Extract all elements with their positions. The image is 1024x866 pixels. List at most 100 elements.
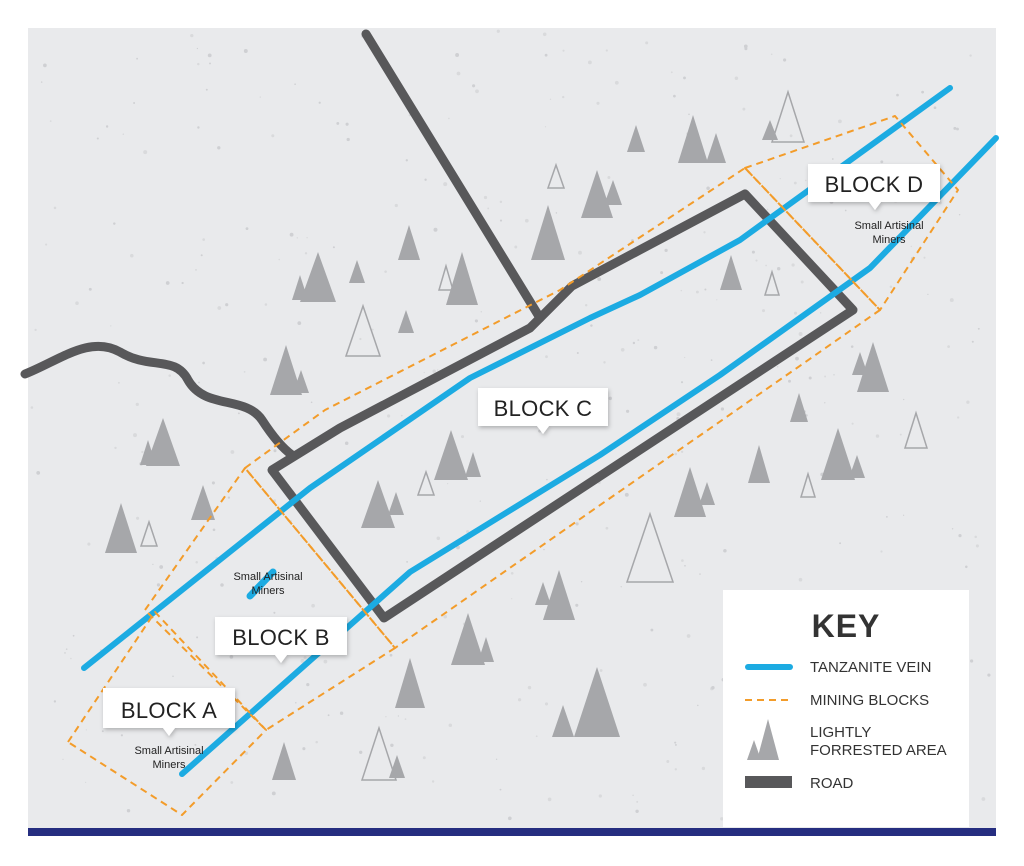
vein-south xyxy=(179,135,999,777)
terrain-speck xyxy=(507,816,512,821)
tree-icon xyxy=(678,115,708,163)
terrain-speck xyxy=(466,530,470,534)
terrain-speck xyxy=(711,685,715,690)
tree-outline-icon xyxy=(360,725,398,781)
terrain-speck xyxy=(390,743,394,748)
terrain-speck xyxy=(303,656,307,660)
tree-icon xyxy=(574,667,620,737)
label-pointer xyxy=(163,728,175,736)
terrain-speck xyxy=(923,256,926,259)
terrain-speck xyxy=(135,402,139,407)
terrain-speck xyxy=(635,809,639,813)
terrain-speck xyxy=(394,203,398,208)
terrain-speck xyxy=(824,402,826,404)
terrain-speck xyxy=(289,232,294,237)
tree-icon xyxy=(821,428,855,480)
tree-icon xyxy=(699,482,715,505)
terrain-speck xyxy=(65,648,68,650)
vein-north xyxy=(81,85,953,671)
terrain-speck xyxy=(695,290,699,294)
terrain-speck xyxy=(697,704,699,707)
terrain-speck xyxy=(514,245,518,249)
terrain-speck xyxy=(971,340,974,343)
tree-outline-icon xyxy=(770,89,806,143)
terrain-speck xyxy=(688,113,690,116)
terrain-speck xyxy=(899,433,902,436)
terrain-speck xyxy=(306,237,308,239)
terrain-speck xyxy=(499,200,503,204)
terrain-speck xyxy=(636,800,639,803)
terrain-speck xyxy=(387,414,391,418)
terrain-speck xyxy=(327,714,330,717)
terrain-speck xyxy=(706,186,710,191)
terrain-speck xyxy=(624,492,629,497)
terrain-speck xyxy=(75,301,79,305)
terrain-speck xyxy=(389,653,393,657)
label-box xyxy=(103,688,235,728)
terrain-speck xyxy=(499,788,502,791)
terrain-speck xyxy=(927,293,929,296)
terrain-speck xyxy=(969,54,972,57)
terrain-speck xyxy=(524,218,529,223)
terrain-speck xyxy=(800,280,804,284)
tree-outline-icon xyxy=(416,469,436,496)
road-north xyxy=(361,29,545,323)
tree-icon xyxy=(388,492,404,515)
terrain-speck xyxy=(130,253,134,258)
terrain-speck xyxy=(310,401,313,404)
terrain-speck xyxy=(798,577,803,582)
block-d-note-line2: Miners xyxy=(872,234,906,246)
terrain-speck xyxy=(958,213,961,216)
terrain-speck xyxy=(965,565,968,569)
terrain-speck xyxy=(880,160,884,164)
terrain-speck xyxy=(385,716,387,718)
tree-icon xyxy=(270,345,302,395)
terrain-speck xyxy=(318,101,321,104)
terrain-speck xyxy=(839,542,842,545)
terrain-speck xyxy=(499,219,503,222)
terrain-speck xyxy=(793,181,797,185)
block-b-label-text: BLOCK B xyxy=(232,625,329,650)
terrain-speck xyxy=(217,146,221,150)
tree-icon xyxy=(720,255,742,290)
terrain-speck xyxy=(650,628,654,632)
terrain-speck xyxy=(406,560,409,563)
block-a-label xyxy=(103,688,235,736)
terrain-speck xyxy=(820,312,822,314)
terrain-speck xyxy=(517,698,522,702)
terrain-speck xyxy=(339,711,344,715)
mining-block-a-outline xyxy=(67,611,267,816)
terrain-speck xyxy=(126,808,131,813)
terrain-speck xyxy=(632,794,634,797)
terrain-speck xyxy=(152,563,154,566)
terrain-speck xyxy=(344,441,349,445)
terrain-speck xyxy=(607,176,611,179)
tree-icon xyxy=(849,455,865,478)
terrain-speck xyxy=(34,328,37,332)
tree-icon xyxy=(451,613,485,665)
label-pointer xyxy=(869,202,881,210)
terrain-speck xyxy=(43,63,47,68)
block-c-label-text: BLOCK C xyxy=(494,396,593,421)
mining-block-d-outline xyxy=(744,115,959,311)
terrain-speck xyxy=(953,126,957,130)
terrain-speck xyxy=(680,289,683,292)
terrain-speck xyxy=(880,550,883,553)
terrain-speck xyxy=(535,735,538,738)
tree-icon xyxy=(272,742,296,780)
terrain-speck xyxy=(195,269,197,271)
terrain-speck xyxy=(793,311,798,315)
terrain-speck xyxy=(297,321,302,325)
road-legend-swatch xyxy=(745,776,792,788)
terrain-speck xyxy=(448,723,453,728)
terrain-speck xyxy=(674,768,677,771)
tree-icon xyxy=(465,452,481,477)
terrain-speck xyxy=(734,76,739,80)
terrain-speck xyxy=(36,471,41,475)
forest-trees xyxy=(105,89,929,781)
terrain-speck xyxy=(597,277,602,282)
terrain-speck xyxy=(831,158,834,160)
terrain-speck xyxy=(53,700,57,703)
tree-icon xyxy=(674,467,706,517)
terrain-speck xyxy=(608,396,613,401)
